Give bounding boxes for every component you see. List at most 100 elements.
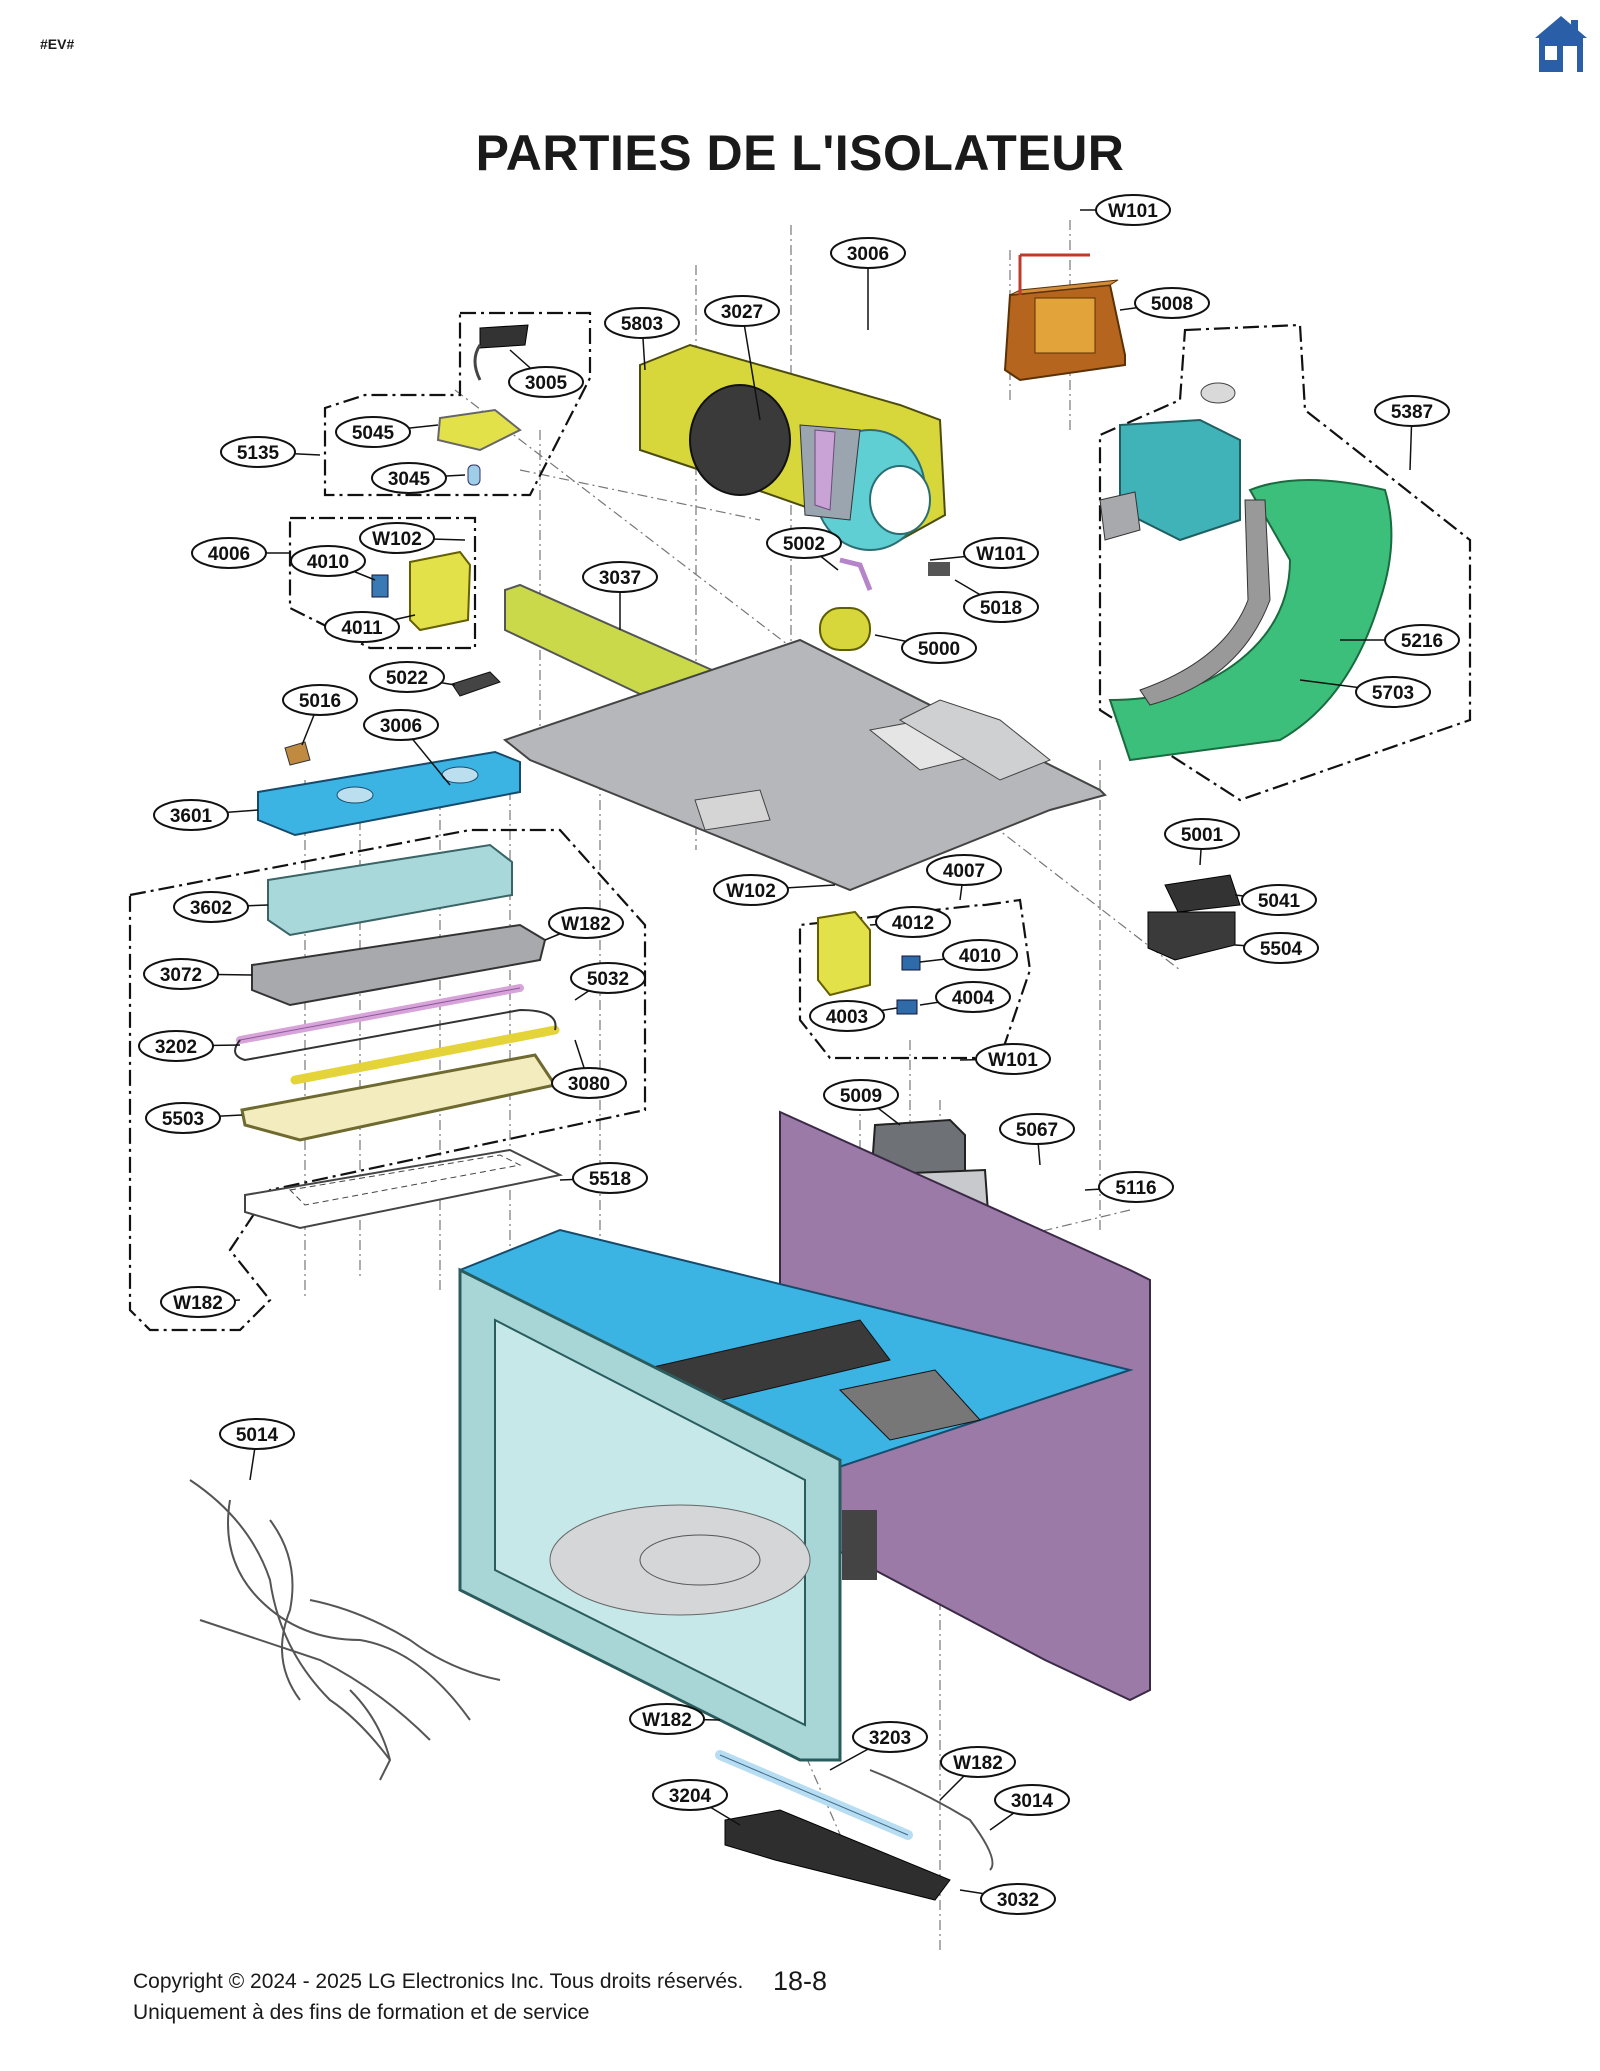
- callout-3032: 3032: [959, 1883, 1056, 1915]
- callout-w182d: W182: [939, 1746, 1016, 1801]
- callout-label: 3072: [160, 965, 202, 986]
- callout-bubble: [963, 591, 1039, 623]
- callout-label: 3037: [599, 568, 641, 589]
- part-5503-frame: [240, 1053, 558, 1142]
- callout-label: 5387: [1391, 402, 1433, 423]
- callout-label: 5703: [1372, 683, 1414, 704]
- callout-5008: 5008: [1119, 287, 1210, 319]
- callout-label: 3602: [190, 898, 232, 919]
- callout-3203: 3203: [829, 1721, 928, 1771]
- callout-label: W102: [372, 529, 422, 550]
- callout-bubble: [1134, 287, 1210, 319]
- callout-label: 3006: [380, 716, 422, 737]
- callout-bubble: [335, 416, 411, 448]
- callout-3601: 3601: [153, 799, 259, 831]
- copyright-text: Copyright © 2024 - 2025 LG Electronics I…: [133, 1970, 744, 1993]
- callout-bubble: [1243, 932, 1319, 964]
- callout-label: 5216: [1401, 631, 1443, 652]
- callout-label: 5022: [386, 668, 428, 689]
- callout-3045: 3045: [371, 462, 466, 494]
- callout-w101b: W101: [929, 537, 1039, 569]
- callout-bubble: [1164, 818, 1240, 850]
- callout-label: 3204: [669, 1786, 712, 1807]
- callout-5032: 5032: [570, 962, 646, 1001]
- home-icon: [1535, 16, 1587, 72]
- callout-5216: 5216: [1340, 624, 1460, 656]
- callout-5116: 5116: [1084, 1171, 1174, 1203]
- callout-layer: W101300650085803302730055387504551353045…: [138, 194, 1460, 1915]
- callout-label: 5008: [1151, 294, 1193, 315]
- callout-4003: 4003: [809, 1000, 898, 1032]
- page-title: PARTIES DE L'ISOLATEUR: [475, 125, 1125, 181]
- part-5022: [451, 671, 501, 697]
- callout-bubble: [173, 891, 249, 923]
- callout-bubble: [191, 537, 267, 569]
- callout-bubble: [980, 1883, 1056, 1915]
- callout-3204: 3204: [652, 1779, 741, 1826]
- callout-5067: 5067: [999, 1113, 1075, 1166]
- callout-label: 5518: [589, 1169, 631, 1190]
- callout-4007: 4007: [926, 854, 1002, 901]
- callout-label: 4012: [892, 913, 934, 934]
- callout-3037: 3037: [582, 561, 658, 630]
- callout-bubble: [160, 1286, 236, 1318]
- fan-motor-part: [639, 343, 947, 551]
- callout-label: 3202: [155, 1037, 197, 1058]
- callout-label: 4011: [341, 618, 383, 639]
- callout-bubble: [143, 958, 219, 990]
- callout-5002: 5002: [766, 527, 842, 571]
- callout-label: W102: [726, 881, 776, 902]
- callout-label: W101: [1108, 201, 1158, 222]
- callout-3005: 3005: [508, 349, 584, 398]
- callout-bubble: [713, 874, 789, 906]
- callout-3027: 3027: [704, 295, 780, 421]
- callout-3014: 3014: [989, 1784, 1070, 1831]
- callout-w101c: W101: [959, 1043, 1051, 1075]
- home-button[interactable]: [1533, 12, 1589, 76]
- callout-3202: 3202: [138, 1030, 241, 1062]
- callout-label: 4006: [208, 544, 250, 565]
- callout-label: 5135: [237, 443, 280, 464]
- callout-label: 3027: [721, 302, 763, 323]
- callout-5135: 5135: [220, 436, 321, 468]
- callout-label: 5504: [1260, 939, 1303, 960]
- callout-bubble: [570, 962, 646, 994]
- part-5518-glass: [244, 1148, 564, 1230]
- callout-label: 4004: [952, 988, 995, 1009]
- callout-bubble: [324, 611, 400, 643]
- part-3203-group: [715, 1750, 994, 1901]
- callout-bubble: [369, 661, 445, 693]
- callout-label: 5116: [1115, 1178, 1156, 1199]
- callout-label: 4010: [307, 552, 349, 573]
- callout-bubble: [604, 307, 680, 339]
- callout-label: 5014: [236, 1425, 279, 1446]
- callout-label: 3006: [847, 244, 889, 265]
- callout-bubble: [809, 1000, 885, 1032]
- callout-bubble: [975, 1043, 1051, 1075]
- callout-5503: 5503: [145, 1102, 243, 1134]
- callout-bubble: [901, 632, 977, 664]
- callout-5022: 5022: [369, 661, 456, 693]
- callout-label: W182: [642, 1710, 692, 1731]
- callout-3006a: 3006: [830, 237, 906, 330]
- callout-bubble: [153, 799, 229, 831]
- callout-label: 5503: [162, 1109, 204, 1130]
- callout-bubble: [219, 1418, 295, 1450]
- callout-bubble: [282, 684, 358, 716]
- callout-bubble: [359, 522, 435, 554]
- callout-4010b: 4010: [919, 939, 1018, 971]
- callout-5703: 5703: [1299, 676, 1431, 708]
- airduct-part: [1099, 382, 1393, 762]
- callout-label: 3601: [170, 806, 213, 827]
- callout-label: 5041: [1258, 891, 1301, 912]
- callout-4011: 4011: [324, 611, 416, 643]
- footer: Copyright © 2024 - 2025 LG Electronics I…: [133, 1966, 743, 2028]
- callout-label: W182: [953, 1753, 1003, 1774]
- callout-label: 5067: [1016, 1120, 1058, 1141]
- callout-w102a: W102: [359, 522, 466, 554]
- callout-bubble: [999, 1113, 1075, 1145]
- callout-label: 3045: [388, 469, 431, 490]
- callout-3072: 3072: [143, 958, 253, 990]
- callout-bubble: [875, 906, 951, 938]
